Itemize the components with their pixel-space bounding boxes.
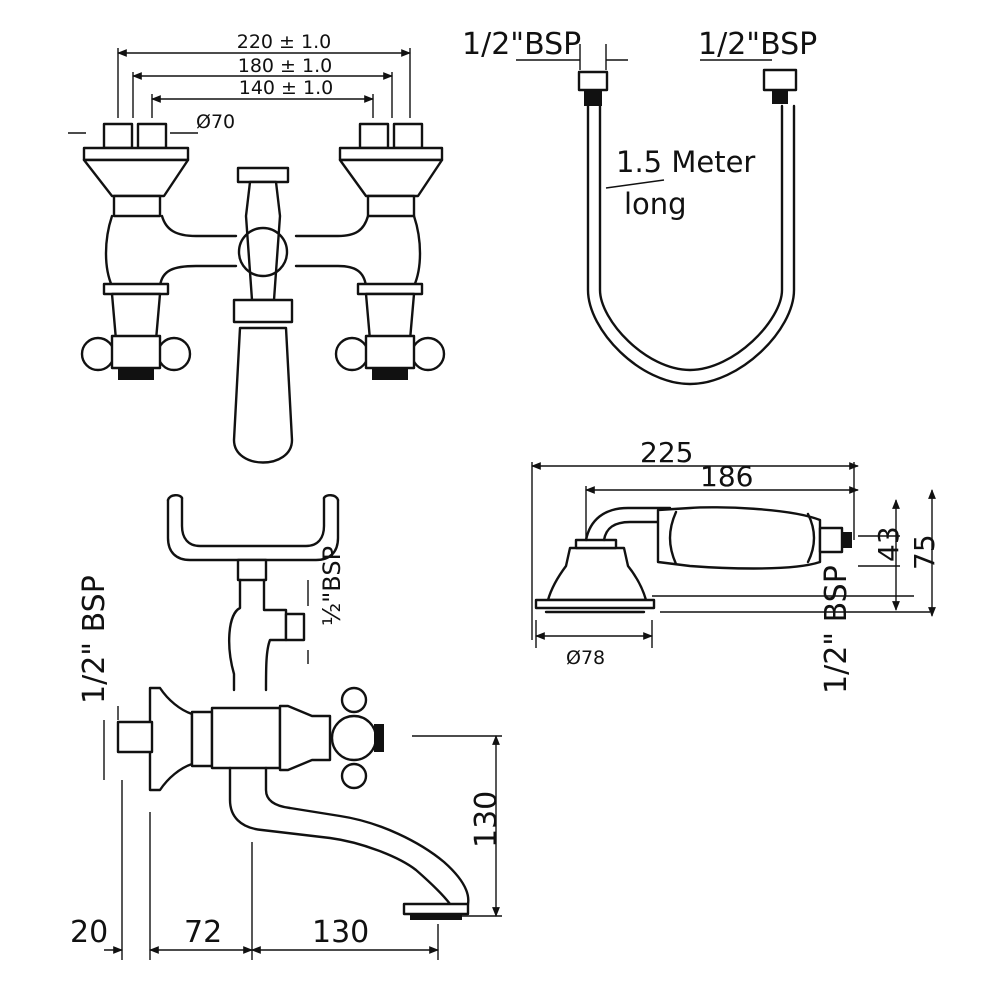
hose-view: 1/2"BSP 1/2"BSP 1.5 Meter long [462,27,817,386]
dim-body-depth: 72 [184,915,222,950]
side-inlet-label: 1/2" BSP [77,575,112,704]
handshower-view: 225 186 43 75 Ø78 1/2" BSP [531,436,941,694]
dim-flange-diameter: Ø70 [196,111,235,133]
dim-centres-140: 140 ± 1.0 [239,77,333,99]
dim-flange-depth: 20 [70,915,108,950]
dim-handle-length: 186 [700,460,753,493]
side-view: ½"BSP 1/2" BSP 130 20 72 130 [70,494,504,960]
dim-overall-length: 225 [640,436,693,469]
front-view: 220 ± 1.0 180 ± 1.0 140 ± 1.0 Ø70 [68,31,446,464]
hose-length-line2: long [624,187,687,221]
handshower-connection-label: 1/2" BSP [819,565,854,694]
side-body [228,578,288,692]
hose-tube [586,104,796,386]
dim-head-diameter: Ø78 [566,647,605,669]
right-wall-inlet [338,122,444,218]
side-handle [330,714,378,762]
dim-centres-220: 220 ± 1.0 [237,31,331,53]
hose-outlet-label: 1/2"BSP [698,27,817,62]
dim-spout-height: 130 [469,791,504,848]
hose-inlet-fitting [577,70,609,92]
hose-outlet-fitting [762,68,798,92]
right-valve [334,282,446,380]
centres-dimensions [68,48,411,134]
shower-handle [656,506,822,570]
hose-inlet-label: 1/2"BSP [462,27,581,62]
shower-cradle [166,496,340,562]
dim-spout-reach: 130 [312,915,369,950]
shower-head [546,546,648,602]
side-spout [228,766,470,906]
side-valve [278,704,332,772]
left-wall-inlet [82,122,190,218]
mixer-body [104,214,422,288]
dim-height-43: 43 [872,526,905,562]
side-outlet-label: ½"BSP [318,546,346,626]
dim-centres-180: 180 ± 1.0 [238,55,332,77]
diverter [232,166,294,464]
side-wall-flange [148,686,194,792]
left-valve [80,282,192,380]
hose-length-line1: 1.5 Meter [616,145,755,179]
side-outlet [284,612,306,642]
dim-height-75: 75 [908,534,941,570]
